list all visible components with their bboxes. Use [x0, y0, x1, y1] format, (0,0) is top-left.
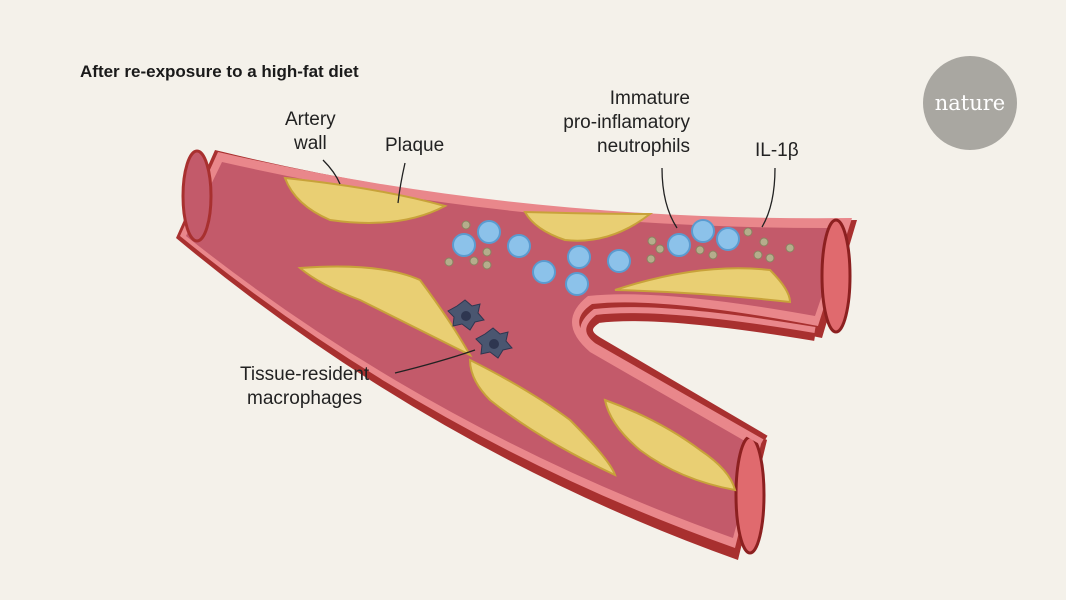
plaque-pointer	[397, 162, 406, 204]
left-opening	[181, 149, 213, 243]
label-neutrophils: Immature pro-inflamatory neutrophils	[550, 87, 690, 159]
leader-lines	[322, 159, 776, 374]
page-title: After re-exposure to a high-fat diet	[80, 62, 359, 81]
label-artery-wall: Artery wall	[285, 108, 336, 156]
plaque	[523, 210, 653, 242]
nature-logo: nature	[923, 56, 1017, 150]
label-line: Artery	[285, 109, 336, 130]
fork-gap	[592, 316, 815, 440]
plaque	[614, 267, 792, 304]
il1b-pointer	[761, 167, 776, 228]
label-line: macrophages	[247, 388, 363, 409]
il1b-particles	[444, 220, 795, 270]
plaque	[283, 176, 448, 224]
label-line: Immature	[609, 88, 690, 109]
label-line: neutrophils	[597, 136, 690, 157]
neutrophils	[452, 219, 740, 296]
label-line: wall	[293, 133, 327, 154]
plaque	[468, 358, 617, 477]
neutrophils-pointer	[661, 167, 678, 229]
artery-wall-pointer	[322, 159, 341, 185]
plaque	[603, 398, 737, 492]
macrophages	[447, 299, 513, 359]
plaque-group	[283, 176, 792, 492]
label-line: Tissue-resident	[240, 364, 370, 385]
right-opening-upper	[820, 218, 852, 334]
label-line: pro-inflamatory	[563, 112, 690, 133]
label-plaque: Plaque	[385, 135, 445, 156]
right-opening-lower	[734, 435, 766, 555]
macrophages-pointer	[394, 349, 476, 374]
label-il1b: IL-1β	[755, 140, 799, 161]
label-macrophages: Tissue-resident macrophages	[240, 363, 369, 411]
plaque	[297, 265, 473, 358]
